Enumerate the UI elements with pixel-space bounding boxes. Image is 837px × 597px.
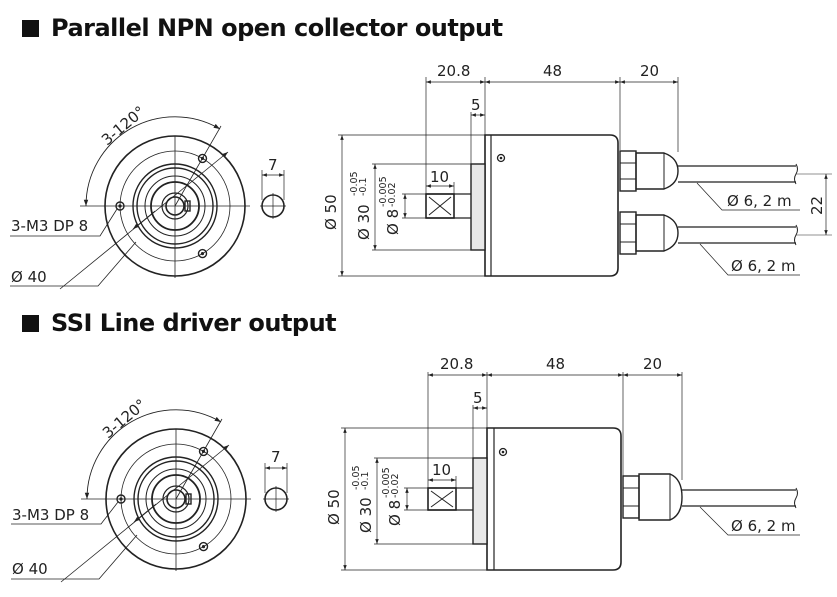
body-diameter-label: Ø 50: [322, 194, 340, 230]
shaft-diameter-label: Ø 8: [386, 500, 404, 526]
front-view-2: 3-120° 3-M3 DP 8 Ø 40: [11, 395, 251, 583]
spigot-diameter-label: Ø 30: [355, 204, 373, 240]
hole-label: 3-M3 DP 8: [11, 217, 88, 235]
shaft-diameter-label: Ø 8: [384, 209, 402, 235]
section-title-parallel-npn: Parallel NPN open collector output: [22, 14, 503, 42]
cable-gland-length-label: 20: [643, 355, 662, 373]
pcd-label: Ø 40: [11, 268, 47, 286]
spigot-diameter-label: Ø 30: [357, 497, 375, 533]
encoder-side-drawing: [427, 427, 798, 571]
angle-label: 3-120°: [98, 102, 149, 149]
shaft-tol-lower: -0.02: [387, 182, 398, 207]
key-width-label: 7: [271, 448, 281, 466]
key-detail-2: 7: [263, 448, 289, 512]
section-title-text: SSI Line driver output: [51, 309, 337, 337]
flange-label: 5: [473, 389, 483, 407]
section-title-ssi: SSI Line driver output: [22, 309, 337, 337]
shaft-length-label: 20.8: [440, 355, 473, 373]
cable: [678, 224, 798, 246]
shaft-length-label: 20.8: [437, 62, 470, 80]
shaft-tol-lower: -0.02: [390, 473, 401, 498]
shaft-tol-upper: -0.005: [378, 176, 389, 207]
side-view-2: 20.8 48 20 5 10 Ø 50 Ø 30 -0.05 -0.1 Ø 8…: [325, 355, 800, 571]
flange-label: 5: [471, 96, 481, 114]
angle-label: 3-120°: [99, 395, 150, 442]
bullet-square-icon: [22, 314, 39, 332]
cable-label: Ø 6, 2 m: [727, 192, 792, 210]
mounting-hole: [198, 541, 209, 552]
body-length-label: 48: [543, 62, 562, 80]
mounting-hole: [197, 248, 208, 259]
cable-gland: [622, 473, 683, 521]
encoder-front-drawing: [11, 409, 251, 583]
body-diameter-label: Ø 50: [325, 489, 343, 525]
front-view-1: 3-120° 3-M3 DP 8 Ø 40: [10, 102, 250, 290]
pcd-label: Ø 40: [12, 560, 48, 578]
cable-gland-length-label: 20: [640, 62, 659, 80]
hole-label: 3-M3 DP 8: [12, 506, 89, 524]
section-title-text: Parallel NPN open collector output: [51, 14, 503, 42]
cable: [682, 487, 798, 509]
cable: [678, 163, 798, 185]
key-length-label: 10: [430, 168, 449, 186]
key-detail-1: 7: [260, 156, 286, 219]
spigot-tol-lower: -0.1: [358, 177, 369, 196]
encoder-side-drawing: [425, 134, 798, 277]
cable-spacing-label: 22: [808, 196, 826, 215]
key-length-label: 10: [432, 461, 451, 479]
encoder-front-drawing: [10, 116, 250, 290]
spigot-tol-upper: -0.05: [349, 171, 360, 196]
side-view-1: 20.8 48 20 5 10 Ø 50 Ø 30 -0.05 -0.1 Ø 8…: [322, 62, 832, 277]
cable-gland: [619, 211, 679, 255]
spigot-tol-upper: -0.05: [351, 465, 362, 490]
body-length-label: 48: [546, 355, 565, 373]
cable-label: Ø 6, 2 m: [731, 257, 796, 275]
spigot-tol-lower: -0.1: [360, 471, 371, 490]
bullet-square-icon: [22, 19, 39, 37]
cable-gland: [619, 150, 679, 192]
cable-label: Ø 6, 2 m: [731, 517, 796, 535]
key-width-label: 7: [268, 156, 278, 174]
shaft-tol-upper: -0.005: [381, 467, 392, 498]
